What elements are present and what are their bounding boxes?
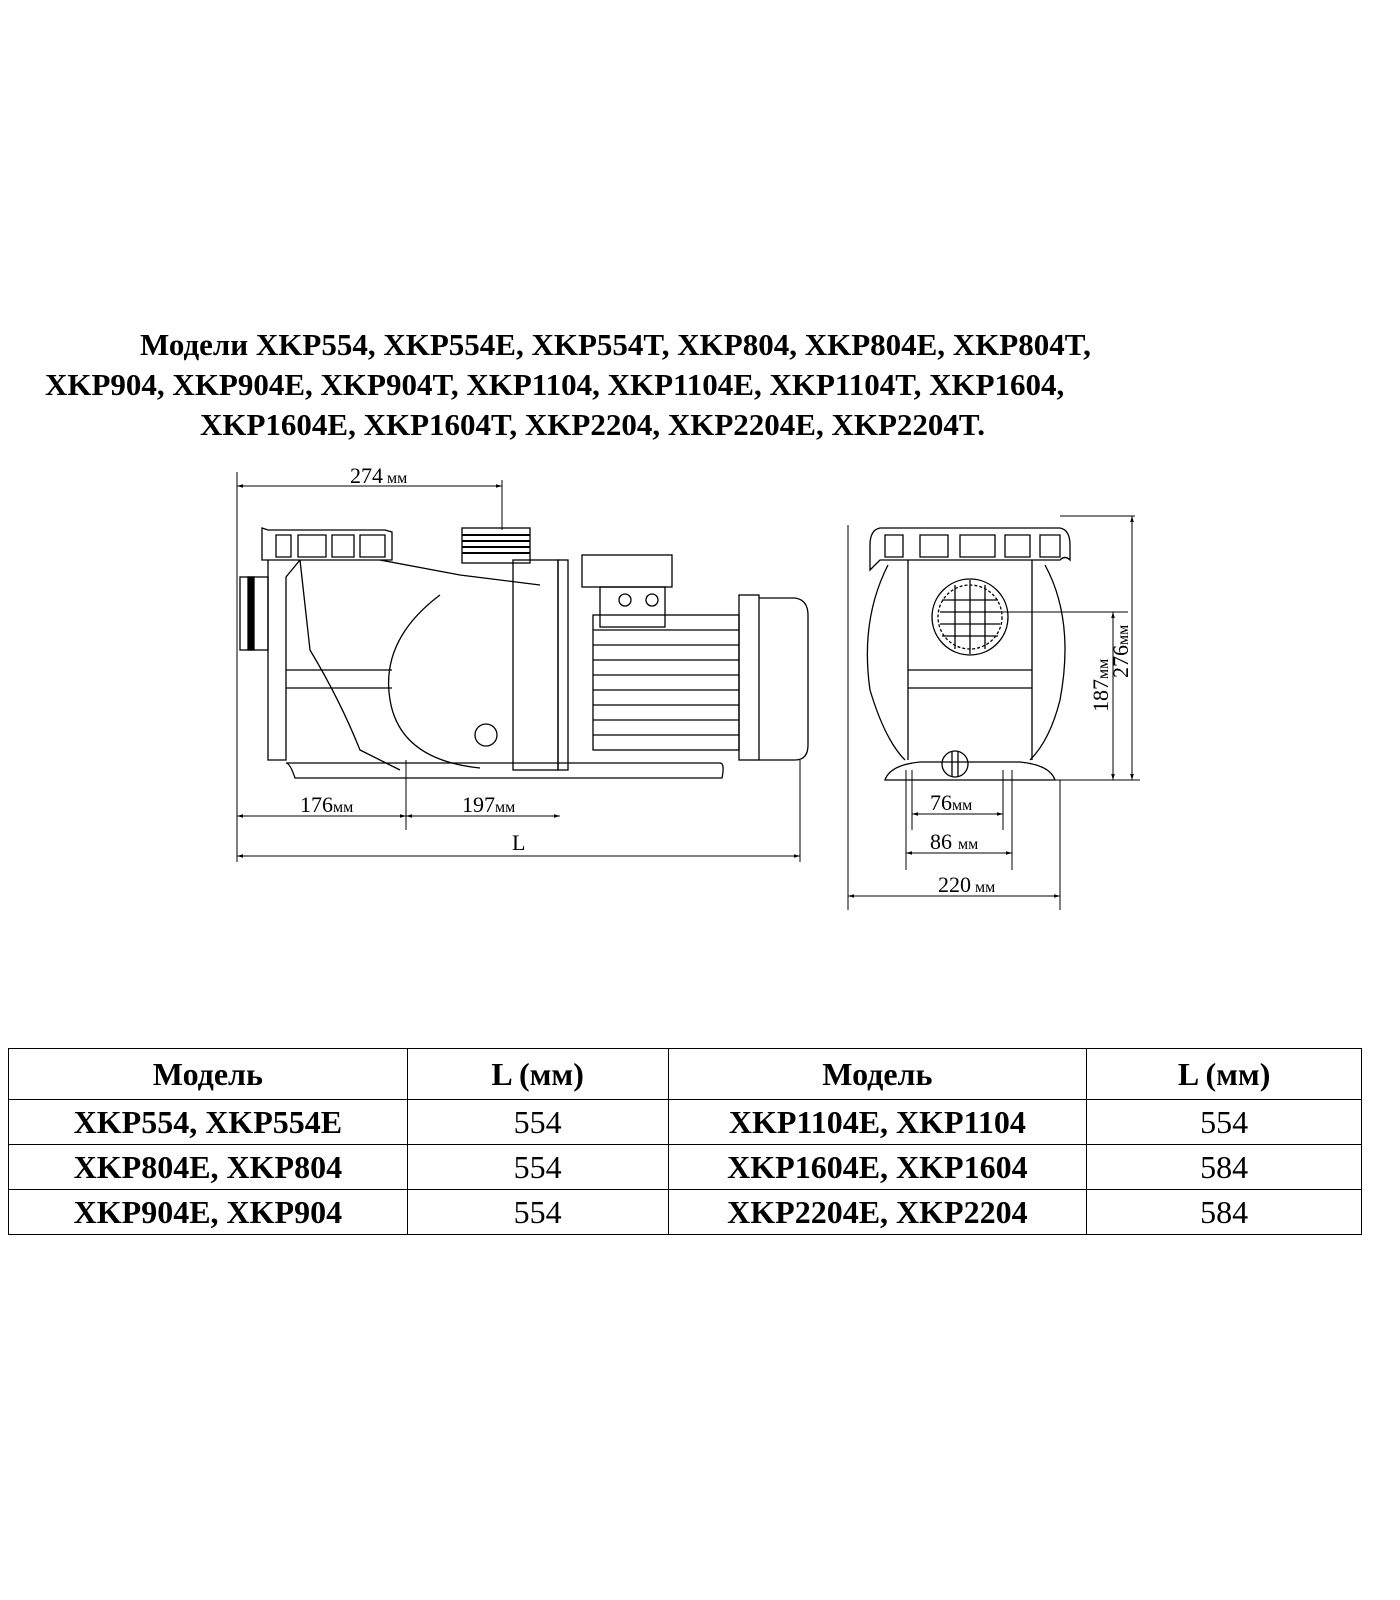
dim-76: 76мм: [930, 790, 972, 815]
table-header-row: Модель L (мм) Модель L (мм): [8, 1048, 1362, 1100]
length-cell: 554: [406, 1099, 669, 1145]
length-cell: 554: [1086, 1099, 1362, 1145]
side-view-dimensions: [236, 472, 801, 862]
table-row: XKP904E, XKP904 554 XKP2204E, XKP2204 58…: [8, 1189, 1362, 1235]
pump-front-view: [866, 527, 1071, 781]
table-row: XKP804E, XKP804 554 XKP1604E, XKP1604 58…: [8, 1144, 1362, 1190]
model-cell: XKP904E, XKP904: [8, 1189, 408, 1235]
dim-176: 176мм: [300, 792, 353, 817]
dim-276: 276мм: [1108, 625, 1133, 678]
title-line-2: XKP904, XKP904E, XKP904T, XKP1104, XKP11…: [45, 367, 1065, 402]
dim-197: 197мм: [462, 792, 515, 817]
model-cell: XKP2204E, XKP2204: [667, 1189, 1088, 1235]
length-cell: 554: [406, 1189, 669, 1235]
model-cell: XKP1104E, XKP1104: [667, 1099, 1088, 1145]
title-line-1: Модели XKP554, XKP554E, XKP554T, XKP804,…: [140, 327, 1091, 362]
header-model: Модель: [667, 1048, 1088, 1100]
dim-length-l: L: [512, 830, 525, 855]
length-cell: 584: [1086, 1189, 1362, 1235]
model-cell: XKP554, XKP554E: [8, 1099, 408, 1145]
title-line-3: XKP1604E, XKP1604T, XKP2204, XKP2204E, X…: [200, 407, 986, 442]
length-cell: 554: [406, 1144, 669, 1190]
header-length: L (мм): [1086, 1048, 1362, 1100]
model-cell: XKP804E, XKP804: [8, 1144, 408, 1190]
dim-187: 187мм: [1088, 659, 1113, 712]
front-view-dimensions: [847, 515, 1140, 910]
model-cell: XKP1604E, XKP1604: [667, 1144, 1088, 1190]
header-model: Модель: [8, 1048, 408, 1100]
model-length-table: Модель L (мм) Модель L (мм) XKP554, XKP5…: [8, 1048, 1362, 1235]
table-row: XKP554, XKP554E 554 XKP1104E, XKP1104 55…: [8, 1099, 1362, 1145]
length-cell: 584: [1086, 1144, 1362, 1190]
pump-side-view: [239, 527, 809, 779]
header-length: L (мм): [406, 1048, 669, 1100]
